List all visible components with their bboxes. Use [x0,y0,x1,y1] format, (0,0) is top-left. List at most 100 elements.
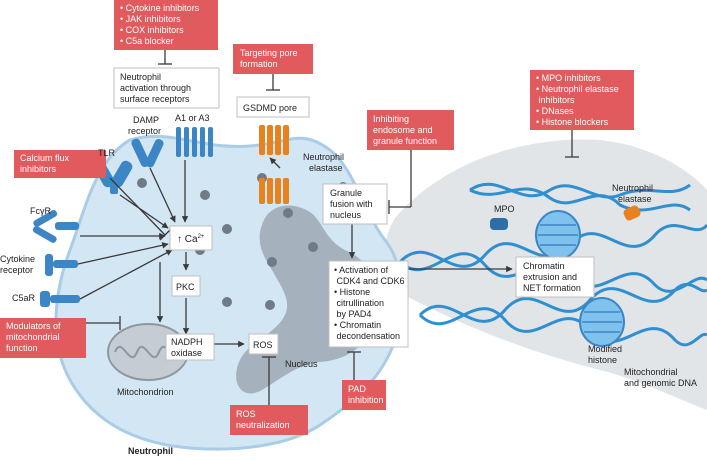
process-line: by PAD4 [334,309,371,319]
process-line: • Chromatin [334,320,381,330]
inhibitor-line: Targeting pore [240,48,298,58]
damp-receptor-icon [131,138,164,168]
process-line: PKC [176,282,195,292]
inhibitor-line: • Cytokine inhibitors [120,3,200,13]
elastase-protein-icon [623,205,641,221]
fcgr-label: FcγR [30,206,51,216]
inhibitor-line: Inhibiting [373,114,409,124]
inhibitor-line: Modulators of [6,321,61,331]
process-line: citrullination [334,298,384,308]
neutrophil-label: Neutrophil [128,446,173,456]
inhibitor-line: • MPO inhibitors [536,73,601,83]
a1a3-label: A1 or A3 [175,113,210,123]
elastase-net-label: elastase [618,194,652,204]
process-line: NET formation [523,283,581,293]
inhibitor-line: • JAK inhibitors [120,14,181,24]
cytokine-receptor-icon [45,254,78,276]
process-box-cdk: • Activation of CDK4 and CDK6• Histone c… [328,260,409,348]
process-box-gsdmd: GSDMD pore [236,96,310,118]
inhibitor-line: inhibitors [20,164,57,174]
histone-label: histone [588,355,617,365]
nucleus-label: Nucleus [285,359,318,369]
elastase-cell-label: Neutrophil [303,152,344,162]
inhibitor-line: neutralization [236,420,290,430]
svg-text:↑ Ca2+: ↑ Ca2+ [177,234,205,245]
process-line: Chromatin [523,261,565,271]
process-line: CDK4 and CDK6 [334,276,405,286]
mito-dna-label: Mitochondrial [624,367,678,377]
c5ar-receptor-icon [40,291,80,307]
inhibitor-line: function [6,343,38,353]
inhibition-lines [86,50,579,405]
inhibitor-line: • C5a blocker [120,36,174,46]
mpo-protein-icon [490,218,508,230]
a1-a3-receptor-icon [176,127,213,157]
damp-label: DAMP [133,115,159,125]
inhibitor-line: • Neutrophil elastase [536,84,619,94]
tlr-label: TLR [98,148,116,158]
inhibitor-line: formation [240,59,278,69]
process-line: decondensation [334,331,400,341]
process-line: GSDMD pore [243,103,297,113]
process-line: ROS [253,340,273,350]
inhibitor-box-surface-receptors: • Cytokine inhibitors• JAK inhibitors• C… [114,0,218,50]
inhibitor-box-net: • MPO inhibitors• Neutrophil elastase in… [530,70,634,130]
inhibitor-line: • Histone blockers [536,117,609,127]
elastase-net-label: Neutrophil [612,183,653,193]
process-box-pkc: PKC [171,275,201,297]
inhibitor-line: inhibition [348,395,384,405]
process-line: NADPH [171,337,203,347]
svg-text:• Activation of CDK4 and CDK6: • Activation of CDK4 and CDK6• Histone c… [334,265,405,341]
process-box-ros: ROS [248,333,279,355]
inhibitor-line: endosome and [373,125,433,135]
inhibitor-line: PAD [348,384,366,394]
gsdmd-pore-icon [259,125,289,155]
damp-label: receptor [128,126,161,136]
inhibitor-line: • COX inhibitors [120,25,184,35]
inhibitor-line: granule function [373,136,437,146]
process-line: Granule [330,188,362,198]
process-line: Neutrophil [120,72,161,82]
process-line: • Activation of [334,265,389,275]
c5ar-label: C5aR [12,293,36,303]
inhibitor-line: mitochondrial [6,332,60,342]
elastase-cell-label: elastase [309,163,343,173]
svg-text:• Cytokine inhibitors• JAK inh: • Cytokine inhibitors• JAK inhibitors• C… [120,3,200,46]
cytokine-label: receptor [0,265,33,275]
inhibitor-line: inhibitors [536,95,575,105]
process-line: extrusion and [523,272,577,282]
calcium-label: ↑ Ca [177,234,198,245]
process-line: activation through [120,83,191,93]
process-line: fusion with [330,199,373,209]
mpo-label: MPO [494,204,515,214]
inhibitor-line: Calcium flux [20,153,70,163]
process-box-calcium: ↑ Ca2+ [169,225,213,251]
inhibitor-line: • DNases [536,106,574,116]
process-line: nucleus [330,210,362,220]
